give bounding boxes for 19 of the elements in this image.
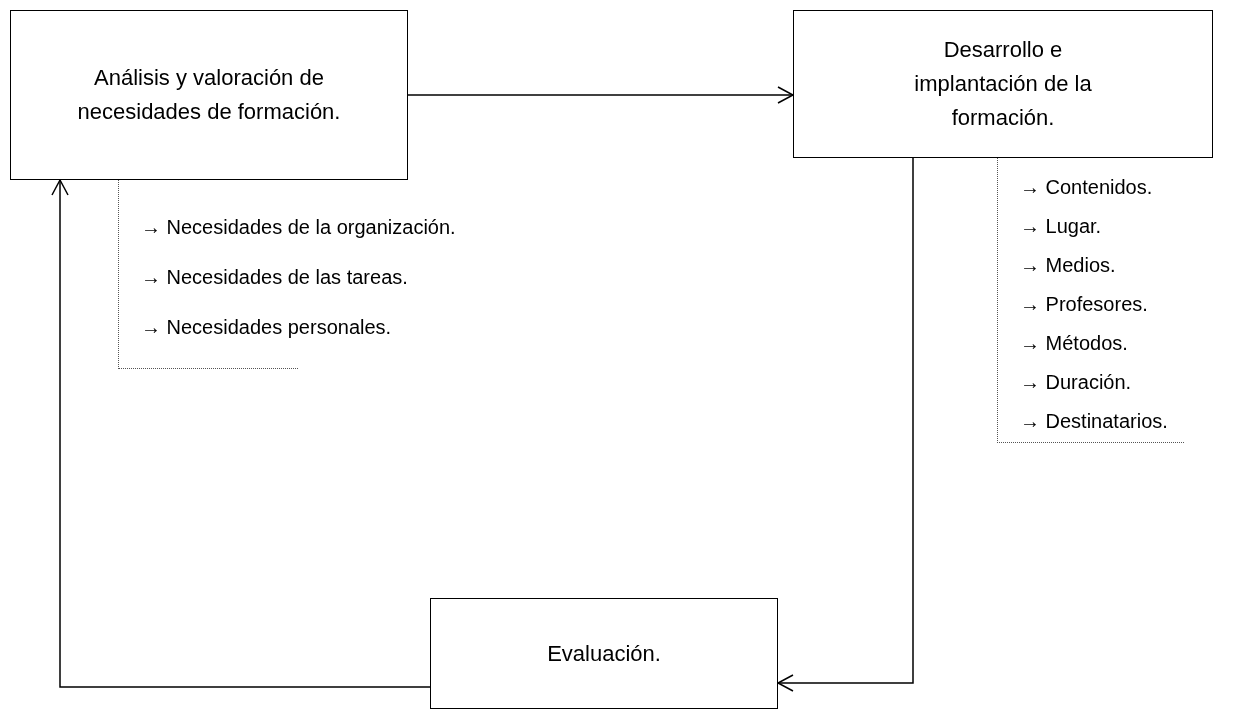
list-item: → Necesidades de las tareas. xyxy=(141,265,408,289)
list-item: → Contenidos. xyxy=(1020,175,1153,199)
process-box xyxy=(430,598,778,709)
arrow xyxy=(777,157,914,692)
list-item: → Métodos. xyxy=(1020,331,1128,355)
list-item: → Duración. xyxy=(1020,370,1132,394)
arrow xyxy=(407,86,794,104)
process-box xyxy=(10,10,408,180)
list-item: → Necesidades de la organización. xyxy=(141,215,456,239)
arrow xyxy=(51,179,431,688)
list-item: → Medios. xyxy=(1020,253,1116,277)
list-item: → Lugar. xyxy=(1020,214,1102,238)
list-item: → Necesidades personales. xyxy=(141,315,392,339)
step-title: Análisis y valoración de necesidades de formación. xyxy=(76,64,342,126)
step-title: Evaluación. xyxy=(547,639,661,668)
list-item: → Destinatarios. xyxy=(1020,409,1168,433)
step-title: Desarrollo e implantación de la formación. xyxy=(913,36,1093,132)
list-item: → Profesores. xyxy=(1020,292,1148,316)
process-box xyxy=(793,10,1213,158)
